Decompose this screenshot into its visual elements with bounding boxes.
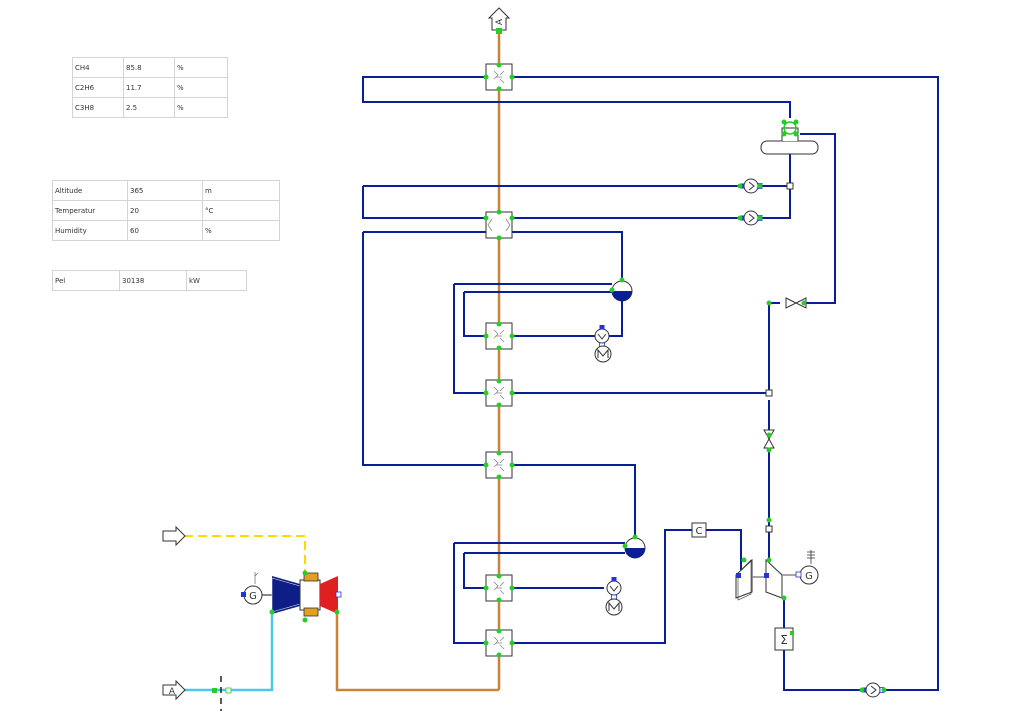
combustor-icon [299,579,321,611]
fuel-inlet-symbol [162,525,186,547]
gas-compressor-icon [272,576,300,614]
component-unit: % [174,97,228,118]
table-row: CH4 85.8 % [72,57,228,78]
junction-icon [765,389,773,397]
component-name: C3H8 [72,97,124,118]
table-row: Pel 30138 kW [52,270,247,291]
heat-exchanger-4 [485,379,513,407]
heat-exchanger-5 [485,451,513,479]
hrsg-heat-exchangers [485,63,513,657]
motor-lower-icon [605,598,623,616]
exhaust-outlet-label: A [495,18,505,25]
splitter-label: C [696,526,703,537]
steam-drum-upper-icon [611,280,633,302]
fuel-line [184,535,306,575]
generator-gt-label: G [249,591,257,602]
heat-exchanger-2 [485,211,513,239]
table-row: Altitude 365 m [52,180,280,201]
generator-gt-icon: G [241,572,263,605]
condenser-icon: Σ [774,627,794,651]
pump-bottom-right-icon [862,682,885,698]
water-steam-network [362,76,939,691]
heat-exchanger-7 [485,629,513,657]
table-row: Humidity 60 % [52,220,280,241]
ambient-conditions-table: Altitude 365 m Temperatur 20 °C Humidity… [52,180,280,241]
pump-upper-icon [594,324,610,348]
table-row: C3H8 2.5 % [72,97,228,118]
motor-upper-icon [594,345,612,363]
separator-tank-icon [760,121,819,190]
steam-drum-lower-icon [624,537,646,559]
generator-st-icon: G [795,550,819,585]
junction-icon [765,525,773,533]
ambient-unit: % [202,220,280,241]
splitter-icon: C [691,522,707,538]
steam-turbine-hp-icon [735,558,753,601]
air-inlet-symbol: A [162,676,232,711]
power-output-table: Pel 30138 kW [52,270,247,291]
flue-gas-line [335,30,501,692]
heat-exchanger-1 [485,63,513,91]
condenser-label: Σ [780,633,788,647]
heat-exchanger-6 [485,574,513,602]
steam-turbine-lp-icon [765,558,783,599]
connection-ports [269,28,887,693]
power-unit: kW [186,270,247,291]
fuel-composition-table: CH4 85.8 % C2H6 11.7 % C3H8 2.5 % [72,57,228,118]
component-value: 2.5 [123,97,175,118]
heat-exchanger-3 [485,322,513,350]
gas-turbine: G [241,572,342,617]
pump-lower-icon [606,576,622,600]
exhaust-outlet-symbol: A [487,7,511,31]
air-inlet-label: A [169,687,176,697]
gas-turbine-expander-icon [320,576,338,614]
air-line [184,612,274,692]
generator-st-label: G [805,571,813,582]
